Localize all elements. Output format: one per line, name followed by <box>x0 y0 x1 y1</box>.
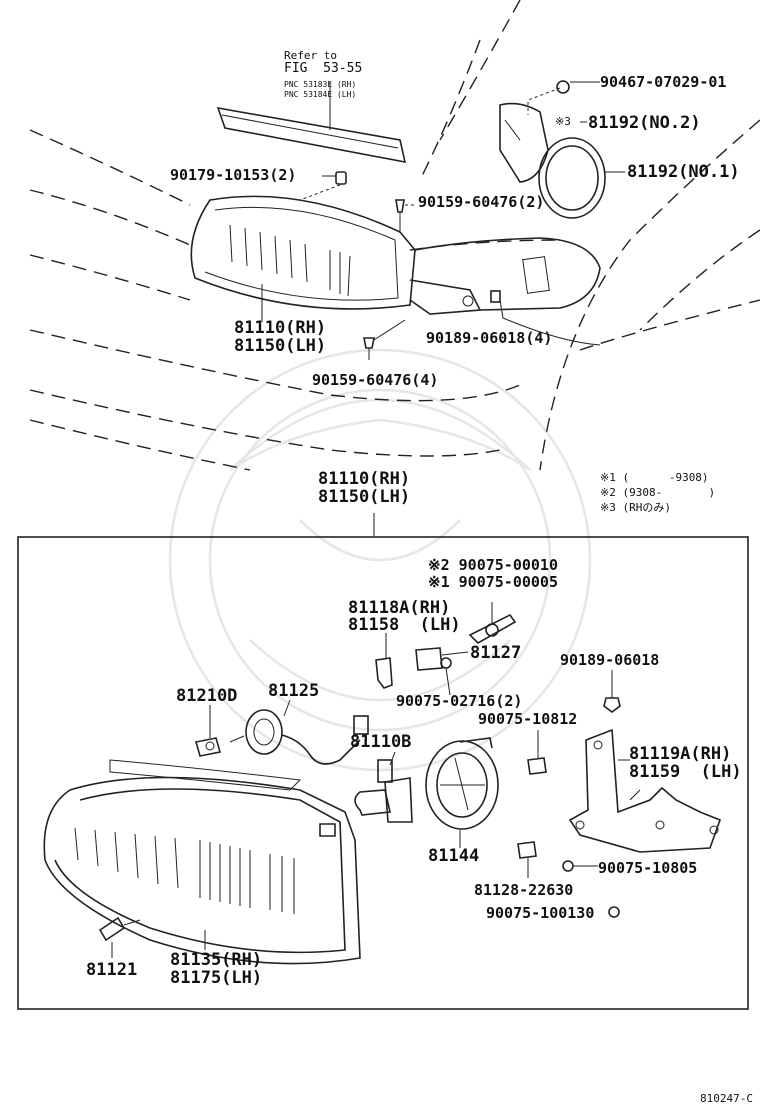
note-1: ※1 ( -9308) <box>600 471 709 484</box>
part-90075-02716: 90075-02716(2) <box>396 692 523 710</box>
part-81119a-rh: 81119A(RH) <box>629 744 732 764</box>
refer-label-fig: FIG 53-55 <box>284 61 363 76</box>
part-81150-lh: 81150(LH) <box>234 336 327 356</box>
part-81118a-rh: 81118A(RH) <box>348 598 451 618</box>
part-90189-06018: 90189-06018 <box>560 651 660 669</box>
part-81175-lh: 81175(LH) <box>170 968 263 988</box>
part-81192-no2: 81192(NO.2) <box>588 113 701 133</box>
part-81210d: 81210D <box>176 686 238 706</box>
part-81110-rh: 81110(RH) <box>234 318 327 338</box>
part-81144: 81144 <box>428 846 480 866</box>
refer-bar-part <box>216 82 407 164</box>
part-81128-22630: 81128-22630 <box>474 881 574 899</box>
part-81110b: 81110B <box>350 732 412 752</box>
part-81158-lh: 81158 (LH) <box>348 615 461 635</box>
part-81127: 81127 <box>470 643 522 663</box>
part-90075-10812: 90075-10812 <box>478 710 578 728</box>
note-3: ※3 (RHのみ) <box>600 501 671 514</box>
cover-parts <box>499 87 625 219</box>
part-81121: 81121 <box>86 960 138 980</box>
headlamp-assembly-top <box>190 195 601 315</box>
vehicle-body-outline <box>29 0 760 471</box>
part-90189-06018-4: 90189-06018(4) <box>426 329 553 347</box>
part-90159-60476-2: 90159-60476(2) <box>418 193 545 211</box>
part-90075-10805: 90075-10805 <box>598 859 698 877</box>
top-fasteners <box>261 80 601 360</box>
note-2: ※2 (9308- ) <box>600 486 716 499</box>
figure-code: 810247-C <box>700 1092 753 1105</box>
assembly-header-lh: 81150(LH) <box>318 487 411 507</box>
refer-pnc-rh: PNC 53183E (RH) <box>284 80 357 89</box>
detail-box <box>17 536 749 1010</box>
note-mark-3: ※3 <box>555 115 571 128</box>
part-81125: 81125 <box>268 681 320 701</box>
part-90467-07029-01: 90467-07029-01 <box>600 73 727 91</box>
refer-label-line1: Refer to <box>284 49 337 62</box>
part-90075-100130: 90075-100130 <box>486 904 595 922</box>
part-90075-00010: ※2 90075-00010 <box>428 556 558 574</box>
refer-pnc-lh: PNC 53184E (LH) <box>284 90 357 99</box>
part-81135-rh: 81135(RH) <box>170 950 263 970</box>
part-81192-no1: 81192(NO.1) <box>627 162 740 182</box>
assembly-header-rh: 81110(RH) <box>318 469 411 489</box>
part-90075-00005: ※1 90075-00005 <box>428 573 558 591</box>
part-90179-10153: 90179-10153(2) <box>170 166 297 184</box>
part-81159-lh: 81159 (LH) <box>629 762 742 782</box>
part-90159-60476-4: 90159-60476(4) <box>312 371 439 389</box>
box-parts <box>43 602 722 965</box>
